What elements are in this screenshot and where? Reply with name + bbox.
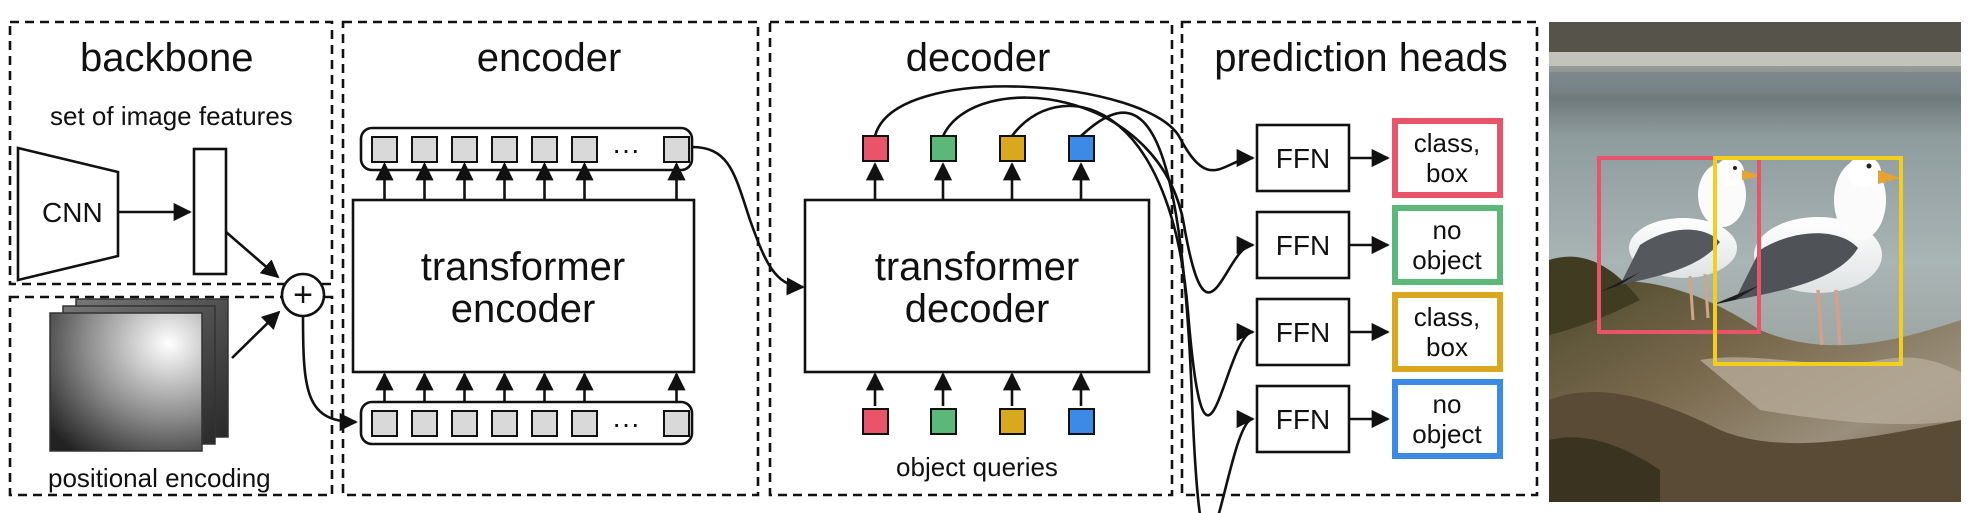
transformer-decoder-label-line1: transformer [875, 245, 1080, 289]
encoder-input-token [451, 410, 478, 437]
decoder-to-ffn-arrows [873, 85, 1255, 513]
ffn-block [1255, 210, 1351, 280]
encoder-input-token [531, 410, 558, 437]
encoder-input-token [663, 410, 690, 437]
object-query-list [862, 372, 1095, 435]
object-query [862, 408, 889, 435]
prediction-text: class, [1414, 128, 1480, 158]
decoder-title: decoder [906, 36, 1051, 80]
prediction-box [1392, 118, 1503, 198]
object-query [1068, 408, 1095, 435]
encoder-input-tokens [359, 400, 694, 446]
ffn-label: FFN [1276, 143, 1330, 174]
positional-frame [8, 295, 334, 497]
object-query [930, 408, 957, 435]
sum-symbol: + [293, 276, 313, 314]
decoder-output-embedding [1068, 135, 1095, 162]
object-query [999, 408, 1026, 435]
positional-encoding-label: positional encoding [48, 463, 271, 493]
transformer-decoder-block [803, 198, 1151, 374]
encoder-input-ellipsis: ··· [612, 408, 640, 439]
encoder-output-tokens [359, 126, 694, 172]
ffn-label: FFN [1276, 404, 1330, 435]
ffn-label: FFN [1276, 317, 1330, 348]
decoder-output-embedding [862, 135, 889, 162]
backbone-title: backbone [80, 36, 253, 80]
image-features-block [192, 147, 228, 276]
prediction-heads-title: prediction heads [1214, 36, 1508, 80]
decoder-frame [768, 20, 1174, 497]
transformer-encoder-label-line1: transformer [421, 245, 626, 289]
encoder-output-token [491, 136, 518, 163]
ffn-block [1255, 123, 1351, 193]
encoder-arrows [375, 162, 686, 402]
decoder-to-ffn-arrow [873, 85, 1255, 172]
encoder-output-token [571, 136, 598, 163]
transformer-encoder-block [351, 198, 696, 374]
prediction-text: no [1433, 215, 1462, 245]
encoder-output-token [451, 136, 478, 163]
prediction-text: object [1412, 245, 1482, 275]
encoder-output-token [371, 136, 398, 163]
encoder-frame [341, 20, 760, 497]
backbone-section: backbone set of image features CNN posit… [8, 20, 358, 497]
transformer-encoder-label-line2: encoder [451, 287, 596, 331]
prediction-text: object [1412, 419, 1482, 449]
encoder-output-token [531, 136, 558, 163]
image-features-label: set of image features [50, 101, 293, 131]
detection-boxes [1597, 156, 1903, 366]
backbone-frame-top [8, 20, 334, 286]
features-to-sum-arrow [225, 231, 280, 279]
prediction-text: class, [1414, 302, 1480, 332]
gull-right [1712, 156, 1900, 346]
transformer-decoder-label-line2: decoder [905, 287, 1050, 331]
encoder-input-token [491, 410, 518, 437]
object-queries-label: object queries [896, 452, 1058, 482]
prediction-box [1392, 205, 1503, 285]
prediction-heads-frame [1180, 20, 1539, 497]
sum-to-encoder-arrow [301, 315, 358, 432]
cnn-label: CNN [42, 197, 103, 228]
encoder-output-token [663, 136, 690, 163]
encoder-input-token [411, 410, 438, 437]
detection-box-left [1597, 156, 1761, 334]
decoder-to-ffn-arrow [941, 96, 1255, 294]
detection-photo [1549, 22, 1961, 502]
prediction-text: box [1426, 332, 1468, 362]
encoder-output-token [411, 136, 438, 163]
prediction-box [1392, 379, 1503, 459]
encoder-title: encoder [477, 36, 622, 80]
gull-left [1600, 158, 1762, 321]
decoder-output-embedding [930, 135, 957, 162]
encoder-output-token-list [371, 136, 690, 163]
encoder-input-token-list [371, 410, 690, 437]
encoder-input-token [371, 410, 398, 437]
cnn-block [16, 146, 120, 282]
ffn-block [1255, 297, 1351, 367]
decoder-section: decoder transformer decoder object queri… [768, 20, 1174, 497]
ffn-block [1255, 384, 1351, 454]
prediction-text: box [1426, 158, 1468, 188]
encoder-to-decoder-arrow [691, 145, 805, 296]
encoder-input-token [571, 410, 598, 437]
decoder-to-ffn-arrow [1080, 111, 1255, 513]
pe-to-sum-arrow [231, 310, 281, 359]
positional-encoding-stack [49, 298, 229, 452]
prediction-text: no [1433, 389, 1462, 419]
encoder-section: encoder ··· transformer encoder ··· [341, 20, 805, 497]
decoder-output-embedding [999, 135, 1026, 162]
detection-box-right [1713, 156, 1903, 366]
encoder-output-ellipsis: ··· [612, 134, 640, 165]
prediction-box [1392, 292, 1503, 372]
ffn-label: FFN [1276, 230, 1330, 261]
decoder-output-embeddings [862, 135, 1095, 200]
